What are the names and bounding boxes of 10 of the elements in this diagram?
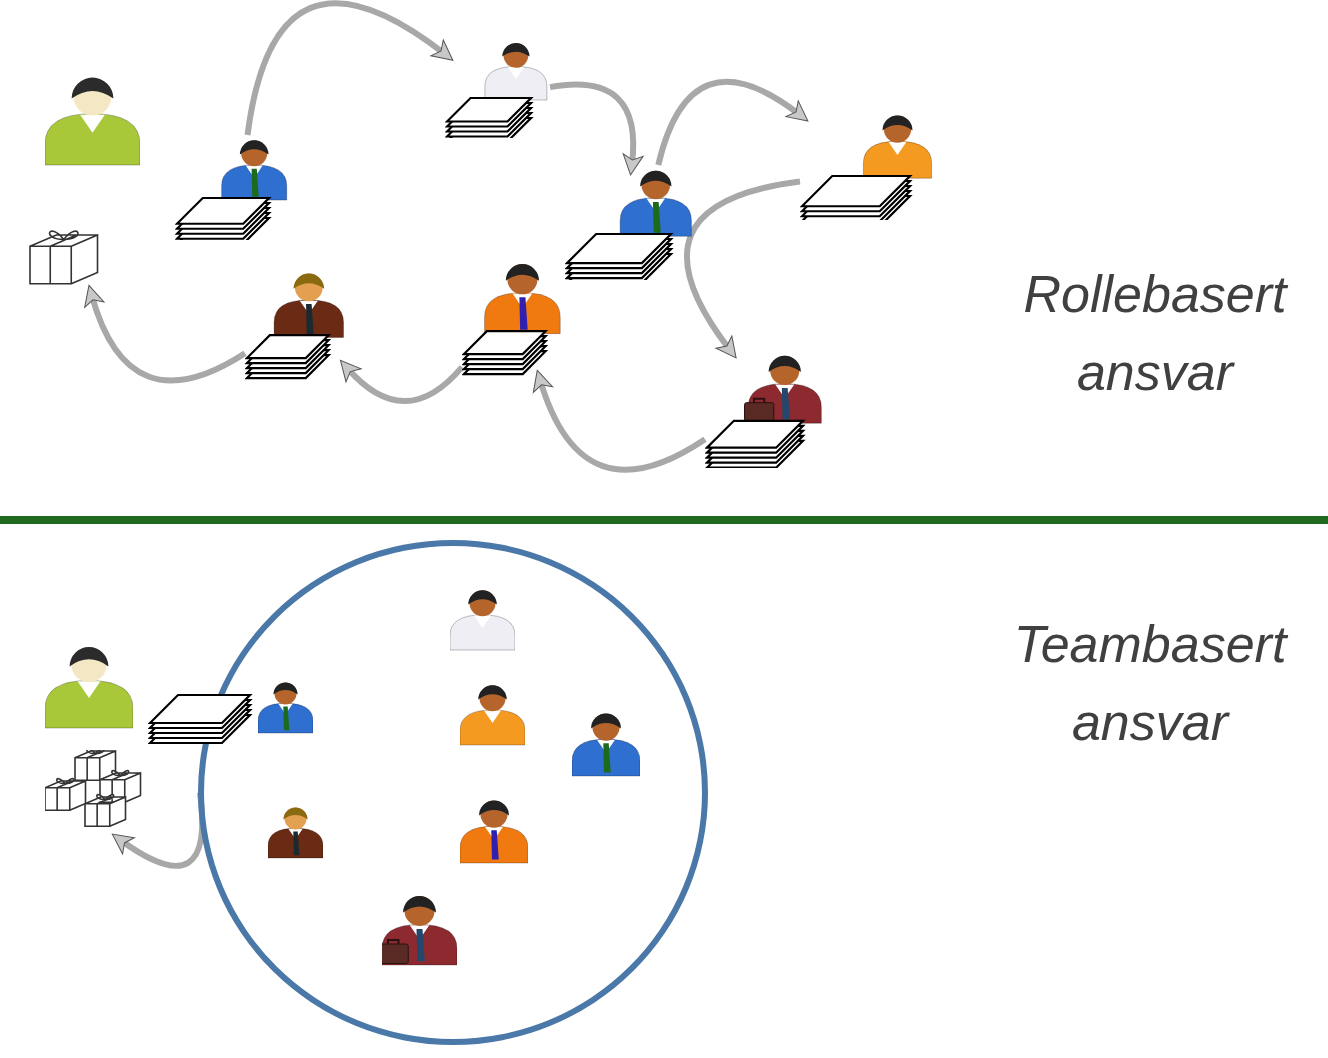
curved-arrow [684, 178, 801, 359]
curved-arrow [533, 370, 707, 473]
team-circle [198, 540, 708, 1045]
section-heading: Rollebasert ansvar [1022, 264, 1289, 403]
curved-arrow [549, 81, 644, 176]
curved-arrow [244, 0, 454, 136]
curved-arrow [84, 285, 247, 384]
curved-arrow [339, 360, 465, 405]
section-heading: Teambasert ansvar [1012, 614, 1289, 753]
curved-arrow [655, 79, 809, 166]
